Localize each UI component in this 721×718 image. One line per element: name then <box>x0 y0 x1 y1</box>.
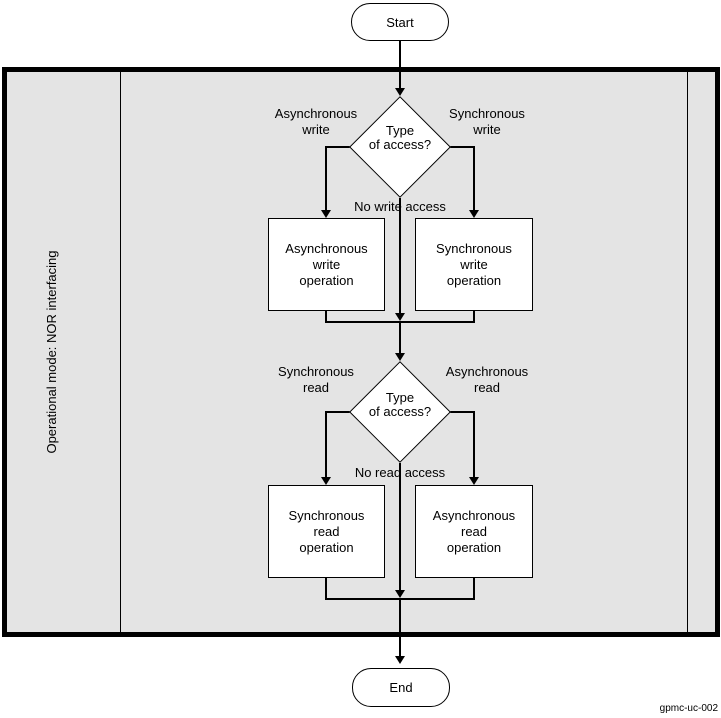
lane-divider-left <box>120 72 121 632</box>
connector-no-write-access <box>399 198 401 314</box>
connector-write-merge <box>325 321 475 323</box>
edge-label-asynchronous-write: Asynchronous write <box>266 106 366 138</box>
arrowhead <box>395 353 405 361</box>
arrowhead <box>395 88 405 96</box>
connector-async-read-out <box>473 578 475 598</box>
connector-decision-write-left-down <box>325 146 327 210</box>
process-async-read-operation: Asynchronous read operation <box>415 485 533 578</box>
lane-divider-right <box>687 72 688 632</box>
connector-merge-to-end <box>399 600 401 656</box>
process-label-line: write <box>312 256 341 272</box>
connector-decision-write-right <box>450 146 474 148</box>
process-label-line: Synchronous <box>436 240 512 256</box>
edge-label-line: write <box>302 122 330 137</box>
edge-label-synchronous-read: Synchronous read <box>266 364 366 396</box>
edge-label-synchronous-write: Synchronous write <box>437 106 537 138</box>
process-label-line: operation <box>446 272 502 288</box>
process-label-line: operation <box>446 539 502 555</box>
process-label-line: Asynchronous <box>285 240 368 256</box>
decision-write-label-line: of access? <box>368 137 432 152</box>
decision-read-label: Type of access? <box>345 391 455 419</box>
arrowhead <box>469 477 479 485</box>
decision-write-label: Type of access? <box>345 124 455 152</box>
edge-label-no-read-access: No read access <box>354 465 446 480</box>
connector-decision-write-right-down <box>473 146 475 210</box>
edge-label-line: Synchronous <box>278 364 354 379</box>
process-label-line: read <box>313 523 340 539</box>
process-label-line: Asynchronous <box>432 507 516 523</box>
process-label-line: Synchronous <box>288 507 365 523</box>
connector-async-write-out <box>325 311 327 321</box>
connector-decision-read-right <box>450 411 474 413</box>
lane-title: Operational mode: NOR interfacing <box>44 250 59 454</box>
process-label-line: operation <box>299 272 354 288</box>
connector-decision-read-left <box>326 411 350 413</box>
connector-no-read-access <box>399 463 401 590</box>
start-label: Start <box>386 14 414 30</box>
decision-write-label-line: Type <box>385 123 415 138</box>
arrowhead <box>395 656 405 664</box>
edge-label-no-write-access: No write access <box>354 199 446 214</box>
connector-sync-write-out <box>473 311 475 321</box>
diagram-caption: gpmc-uc-002 <box>659 703 718 714</box>
connector-read-merge <box>325 598 475 600</box>
end-label: End <box>389 680 413 695</box>
process-async-write-operation: Asynchronous write operation <box>268 218 385 311</box>
process-label-line: write <box>460 256 488 272</box>
edge-label-asynchronous-read: Asynchronous read <box>437 364 537 396</box>
edge-label-line: Asynchronous <box>274 106 358 121</box>
arrowhead <box>395 590 405 598</box>
arrowhead <box>469 210 479 218</box>
process-sync-write-operation: Synchronous write operation <box>415 218 533 311</box>
start-terminator: Start <box>351 3 449 41</box>
connector-decision-read-left-down <box>325 411 327 477</box>
edge-label-line: Synchronous <box>449 106 525 121</box>
process-sync-read-operation: Synchronous read operation <box>268 485 385 578</box>
arrowhead <box>395 313 405 321</box>
edge-label-line: Asynchronous <box>445 364 529 379</box>
connector-decision-write-left <box>326 146 350 148</box>
process-label-line: operation <box>299 539 354 555</box>
connector-sync-read-out <box>325 578 327 598</box>
end-terminator: End <box>352 668 450 707</box>
process-label-line: read <box>460 523 488 539</box>
connector-merge-to-decision-read <box>399 323 401 353</box>
arrowhead <box>321 477 331 485</box>
edge-label-line: write <box>473 122 501 137</box>
decision-read-label-line: of access? <box>368 404 432 419</box>
edge-label-line: read <box>302 380 330 395</box>
arrowhead <box>321 210 331 218</box>
connector-start-to-decision-write <box>399 41 401 89</box>
edge-label-line: read <box>473 380 501 395</box>
decision-read-label-line: Type <box>385 390 415 405</box>
connector-decision-read-right-down <box>473 411 475 477</box>
